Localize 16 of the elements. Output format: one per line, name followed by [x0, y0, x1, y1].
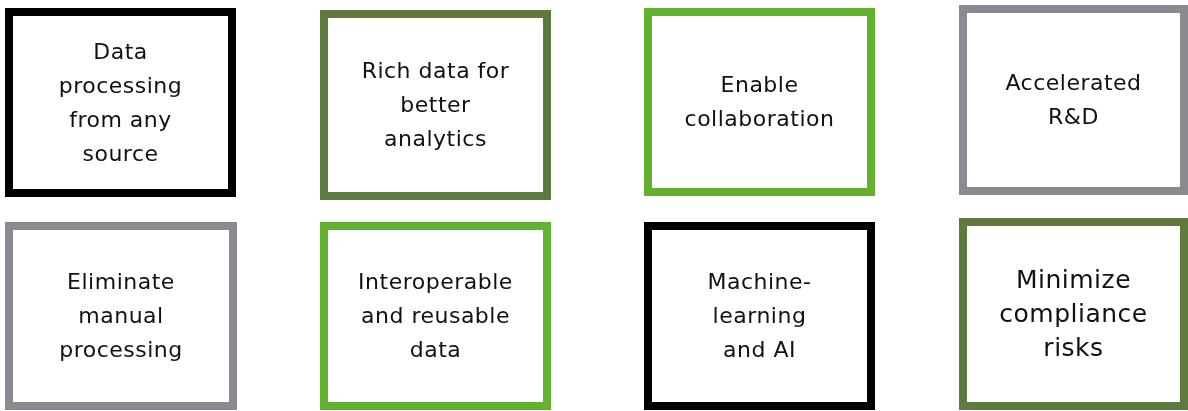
feature-box [5, 222, 237, 410]
feature-text: Data processing from any source [57, 37, 184, 168]
feature-text: Accelerated R&D [1004, 69, 1143, 131]
feature-text: Eliminate manual processing [58, 268, 184, 364]
feature-text: Machine-learning and AI [706, 268, 813, 364]
feature-text: Interoperable and reusable data [357, 268, 514, 364]
feature-box [644, 8, 875, 196]
feature-text: Enable collaboration [683, 71, 836, 133]
feature-text: Rich data for better analytics [360, 57, 511, 153]
feature-box [5, 8, 236, 197]
feature-box [959, 218, 1188, 410]
feature-box [959, 5, 1188, 195]
feature-text: Minimize compliance risks [998, 264, 1149, 364]
feature-box [320, 222, 551, 410]
feature-box [320, 10, 551, 200]
feature-box [644, 222, 875, 410]
